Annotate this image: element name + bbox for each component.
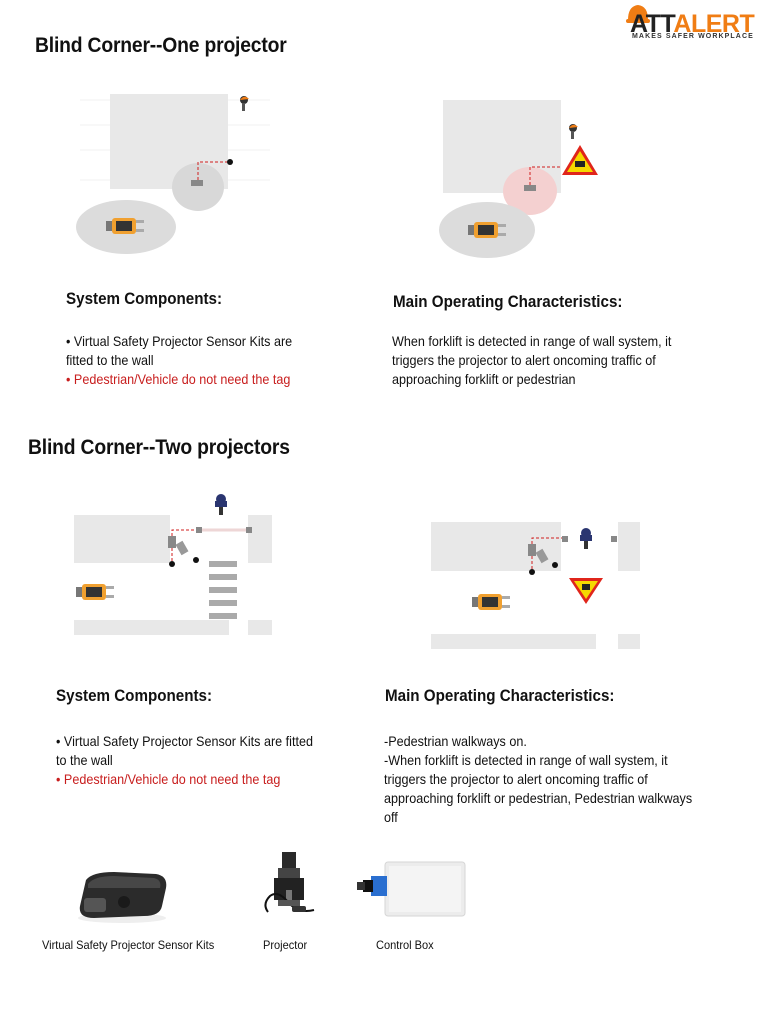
warning-sign-icon: [562, 145, 598, 175]
section1-components-title: System Components:: [66, 290, 223, 308]
product-label-control-box: Control Box: [376, 938, 434, 952]
section1-characteristics-title: Main Operating Characteristics:: [393, 293, 623, 311]
product-label-projector: Projector: [263, 938, 308, 952]
section2-components-line1: • Virtual Safety Projector Sensor Kits a…: [56, 733, 314, 768]
diagram-two-projectors-walkway: [70, 488, 280, 643]
section2-characteristics-title: Main Operating Characteristics:: [385, 687, 615, 705]
warning-sign-icon: [569, 578, 603, 604]
section2-characteristics-line1: -Pedestrian walkways on.: [384, 733, 527, 749]
forklift-icon: [468, 222, 506, 238]
hard-hat-icon: [626, 5, 650, 23]
forklift-icon: [472, 594, 510, 610]
section2-components-title: System Components:: [56, 687, 213, 705]
sensor-zone: [172, 163, 224, 211]
section1-characteristics-text: When forklift is detected in range of wa…: [392, 333, 672, 387]
projector-icon: [264, 852, 315, 913]
section1-components-line1: • Virtual Safety Projector Sensor Kits a…: [66, 333, 293, 368]
pedestrian-icon: [580, 528, 592, 549]
section2-components-line2: • Pedestrian/Vehicle do not need the tag: [56, 771, 281, 787]
product-label-sensor-kit: Virtual Safety Projector Sensor Kits: [42, 938, 215, 952]
sensor-kit-photo: [74, 866, 170, 926]
pedestrian-icon: [569, 124, 578, 139]
pedestrian-icon: [240, 96, 249, 111]
crosswalk: [209, 561, 237, 619]
control-box-photo: [357, 858, 467, 918]
diagram-one-projector-idle: [70, 80, 290, 260]
brand-logo: ATTALERT MAKES SAFER WORKPLACE: [626, 2, 764, 42]
section1-components-line2: • Pedestrian/Vehicle do not need the tag: [66, 371, 291, 387]
forklift-icon: [106, 218, 144, 234]
forklift-icon: [76, 584, 114, 600]
section2-title: Blind Corner--Two projectors: [28, 436, 290, 459]
wall-block: [431, 522, 561, 571]
brand-tagline: MAKES SAFER WORKPLACE: [632, 33, 754, 40]
projector-photo: [258, 850, 322, 928]
pedestrian-icon: [215, 494, 227, 515]
diagram-two-projectors-alert: [428, 520, 648, 655]
sensor-kit-icon: [78, 872, 167, 923]
brand-name-part1: ATT: [630, 10, 674, 38]
section2-characteristics-line2: -When forklift is detected in range of w…: [384, 752, 693, 825]
sensor-kit: [524, 185, 536, 191]
wall-block: [74, 515, 170, 563]
sensor-kit: [191, 180, 203, 186]
control-box-icon: [357, 861, 466, 917]
diagram-one-projector-alert: [430, 85, 610, 265]
section1-title: Blind Corner--One projector: [35, 34, 287, 57]
brand-name-part2: ALERT: [673, 10, 755, 38]
